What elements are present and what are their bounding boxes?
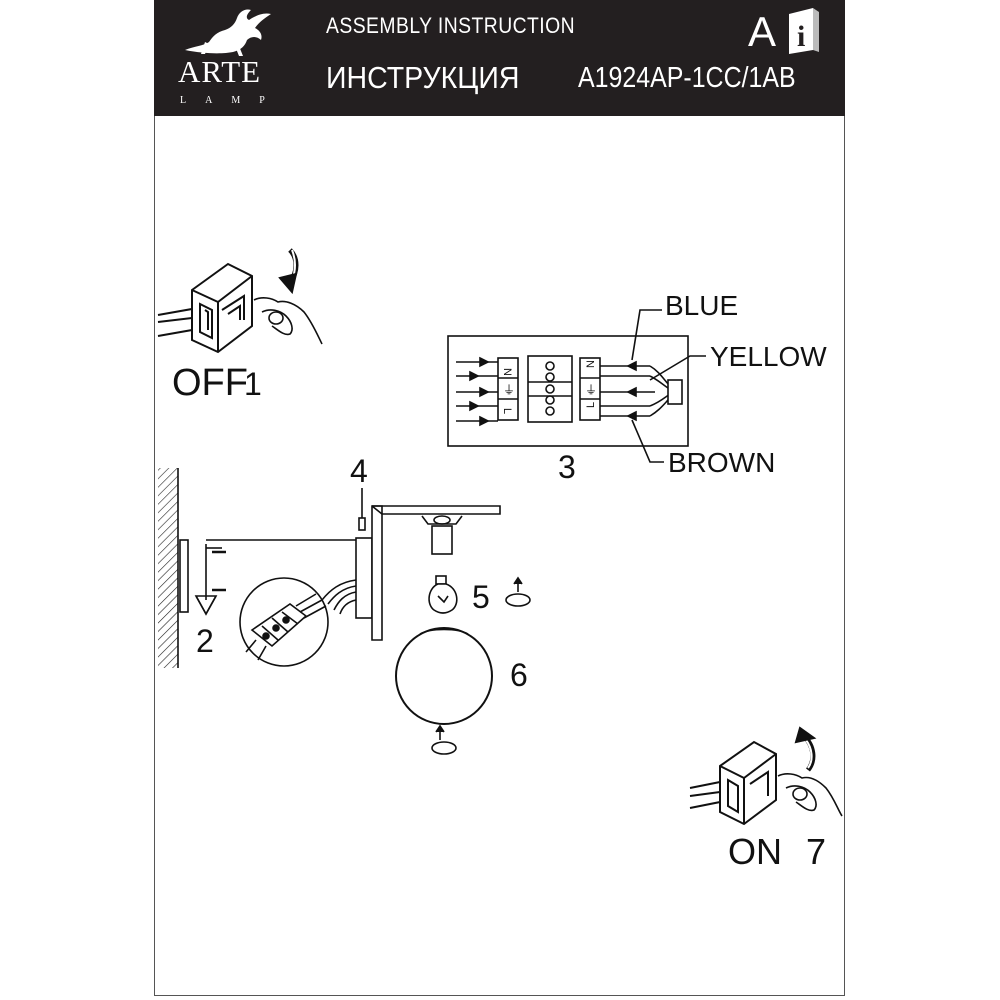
- step-3-number: 3: [558, 449, 576, 485]
- switch-off-illustration: [157, 248, 323, 354]
- title-russian: ИНСТРУКЦИЯ: [326, 60, 520, 95]
- wall-illustration: [158, 468, 179, 668]
- glass-globe: [395, 627, 493, 725]
- terminal-left-l: L: [501, 408, 513, 414]
- svg-text:i: i: [797, 20, 805, 53]
- bulb-illustration: [428, 575, 458, 614]
- header-bar: [154, 0, 845, 116]
- info-book-icon: i: [789, 8, 819, 54]
- terminal-left-n: N: [501, 368, 513, 376]
- rotate-clockwise-icon: [505, 576, 531, 607]
- wire-label-brown: BROWN: [668, 447, 775, 478]
- title-english: ASSEMBLY INSTRUCTION: [326, 13, 576, 38]
- step-5-number: 5: [472, 579, 490, 615]
- step-1-number: 1: [244, 366, 262, 402]
- switch-on-illustration: [689, 726, 843, 826]
- terminal-right-n: N: [585, 360, 597, 368]
- brand-name: ARTE: [178, 54, 262, 89]
- model-number: A1924AP-1CC/1AB: [578, 62, 796, 94]
- rotate-globe-icon: [431, 724, 457, 755]
- brand-subtitle: LAMP: [180, 95, 284, 106]
- wire-connector-closeup: [239, 577, 329, 667]
- wire-label-blue: BLUE: [665, 290, 738, 321]
- terminal-marks: N ⏚ L N ⏚ L: [501, 360, 597, 414]
- terminal-left-ground: ⏚: [503, 383, 515, 397]
- griffin-logo-icon: [185, 9, 271, 56]
- terminal-right-l: L: [585, 402, 597, 408]
- lamp-bracket: [317, 488, 501, 641]
- step-4-number: 4: [350, 453, 368, 489]
- terminal-block-diagram: [447, 309, 706, 463]
- step-6-number: 6: [510, 657, 528, 693]
- doc-letter: A: [748, 8, 777, 55]
- wire-label-yellow: YELLOW: [710, 341, 827, 372]
- mounting-plate: [179, 539, 356, 616]
- step-2-number: 2: [196, 623, 214, 659]
- on-label: ON: [728, 831, 782, 872]
- instruction-sheet: [154, 0, 845, 996]
- step-7-number: 7: [806, 831, 826, 872]
- off-label: OFF: [172, 362, 248, 404]
- terminal-right-ground: ⏚: [585, 383, 597, 397]
